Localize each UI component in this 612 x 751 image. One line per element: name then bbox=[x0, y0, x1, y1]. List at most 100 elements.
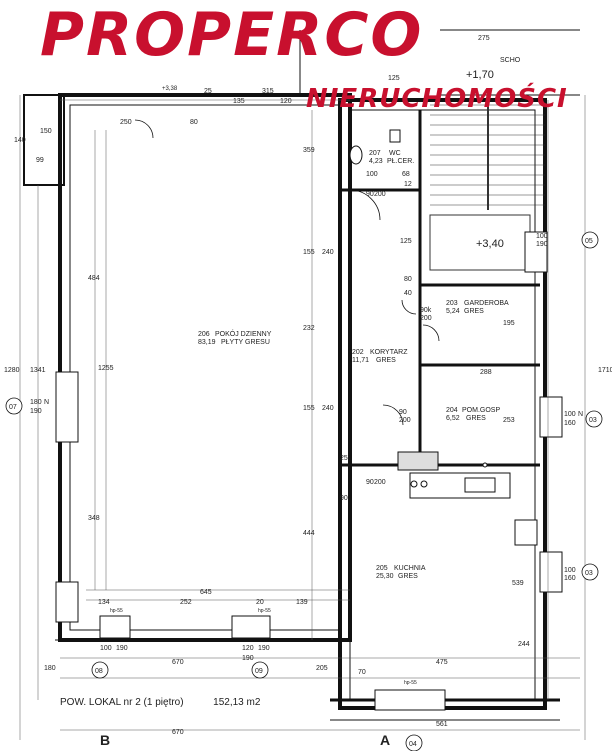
room-205-name: KUCHNIA bbox=[394, 565, 426, 572]
room-204-area: 6,52 bbox=[446, 415, 460, 422]
grid-marker-b: B bbox=[100, 732, 110, 748]
dim-bottom-6: 139 bbox=[296, 599, 308, 606]
windows bbox=[55, 231, 563, 711]
window-w3-size: 100 bbox=[564, 567, 576, 574]
window-w3-sub: 160 bbox=[564, 575, 576, 582]
unit-total-area: 152,13 m2 bbox=[213, 697, 261, 708]
dim-bottom-2: 475 bbox=[436, 659, 448, 666]
window-w1 bbox=[55, 371, 79, 443]
room-205-area: 25,30 bbox=[376, 573, 394, 580]
dim-bottom-8: 134 bbox=[98, 599, 110, 606]
hp-label-1: hp-55 bbox=[404, 680, 417, 686]
dim-top-1: 120 bbox=[280, 98, 292, 105]
room-204-num: 204 bbox=[446, 407, 458, 414]
dim-top-5: 25 bbox=[204, 88, 212, 95]
door-d2-sub: 200 bbox=[399, 417, 411, 424]
grid-marker-09 bbox=[251, 661, 269, 679]
dim-left-6: 99 bbox=[36, 157, 44, 164]
grid-marker-04-text: 04 bbox=[409, 741, 417, 748]
dim-bottom-1: 670 bbox=[172, 729, 184, 736]
staircase bbox=[429, 100, 545, 271]
dim-small-4: 40 bbox=[404, 290, 412, 297]
dim-right-0: 1710 bbox=[598, 367, 612, 374]
dim-small-7: 180 bbox=[44, 665, 56, 672]
room-202-floor: GRES bbox=[376, 357, 396, 364]
door-d1-size: 90 bbox=[366, 191, 374, 198]
door-d4-size: 90 bbox=[366, 479, 374, 486]
window-w8 bbox=[55, 581, 79, 623]
dim-left-3: 1255 bbox=[98, 365, 114, 372]
door-d3-size: 90k bbox=[420, 307, 432, 314]
door-d4-sub: 200 bbox=[374, 479, 386, 486]
unit-summary: POW. LOKAL nr 2 (1 piętro) 152,13 m2 bbox=[60, 697, 260, 708]
dim-small-10: 90 bbox=[340, 495, 348, 502]
dim-small-2: 12 bbox=[404, 181, 412, 188]
elevation-stair: +1,70 bbox=[466, 69, 494, 81]
room-207-num: 207 bbox=[369, 150, 381, 157]
dim-mid-4: 155 bbox=[303, 405, 315, 412]
dim-bottom-3: 561 bbox=[436, 721, 448, 728]
room-205-floor: GRES bbox=[398, 573, 418, 580]
n-tag-top: N bbox=[286, 30, 291, 37]
dim-mid-2: 240 bbox=[322, 249, 334, 256]
dim-left-5: 150 bbox=[40, 128, 52, 135]
stair-top-label: SCHO bbox=[500, 57, 521, 64]
dim-left-4: 348 bbox=[88, 515, 100, 522]
dim-small-9: 140 bbox=[14, 137, 26, 144]
grid-marker-08 bbox=[91, 661, 109, 679]
window-w1-sub: 190 bbox=[30, 408, 42, 415]
dim-mid-6: 444 bbox=[303, 530, 315, 537]
room-203-num: 203 bbox=[446, 300, 458, 307]
window-w4 bbox=[99, 615, 131, 639]
room-203-area: 5,24 bbox=[446, 308, 460, 315]
brand-subtitle: NIERUCHOMOŚCI bbox=[306, 84, 568, 114]
grid-marker-03 bbox=[581, 563, 599, 581]
dim-small-1: 68 bbox=[402, 171, 410, 178]
door-d1-sub: 200 bbox=[374, 191, 386, 198]
dim-right-4: 195 bbox=[503, 320, 515, 327]
dim-right-1: 539 bbox=[512, 580, 524, 587]
elevation-upper: +3,40 bbox=[476, 238, 504, 250]
window-w6 bbox=[374, 689, 446, 711]
grid-marker-a: A bbox=[380, 732, 390, 748]
room-207-area: 4,23 bbox=[369, 158, 383, 165]
grid-marker-09-text: 09 bbox=[255, 668, 263, 675]
dim-top-2: 135 bbox=[233, 98, 245, 105]
kitchen-fixtures bbox=[397, 451, 538, 546]
dim-left-1: 1341 bbox=[30, 367, 46, 374]
grid-marker-07-text: 07 bbox=[9, 404, 17, 411]
doors bbox=[134, 119, 440, 426]
room-207-floor: PŁ.CER. bbox=[387, 158, 414, 165]
dim-stairs-1: 125 bbox=[388, 75, 400, 82]
dim-top-0: 315 bbox=[262, 88, 274, 95]
dim-mid-3: 232 bbox=[303, 325, 315, 332]
room-203-name: GARDEROBA bbox=[464, 300, 509, 307]
dim-mid-5: 240 bbox=[322, 405, 334, 412]
window-w3 bbox=[539, 551, 563, 593]
window-w7 bbox=[524, 231, 548, 273]
grid-marker-03-text: 03 bbox=[585, 570, 593, 577]
dim-right-3: 125 bbox=[400, 238, 412, 245]
dim-small-8: 190 bbox=[242, 655, 254, 662]
window-w2 bbox=[539, 396, 563, 438]
room-202-name: KORYTARZ bbox=[370, 349, 408, 356]
dim-small-6: 70 bbox=[358, 669, 366, 676]
grid-marker-05 bbox=[581, 231, 599, 249]
dim-bottom-5: 252 bbox=[180, 599, 192, 606]
grid-marker-03b bbox=[585, 410, 603, 428]
dim-stairs-0: 275 bbox=[478, 35, 490, 42]
dim-bottom-0: 670 bbox=[172, 659, 184, 666]
window-w1-size: 180 bbox=[30, 399, 42, 406]
room-207-name: WC bbox=[389, 150, 401, 157]
dim-small-5: 25 bbox=[340, 455, 348, 462]
dim-top-3: 80 bbox=[190, 119, 198, 126]
room-206-floor: PŁYTY GRESU bbox=[221, 339, 270, 346]
dim-stairs-2: 205 bbox=[316, 665, 328, 672]
room-204-name: POM.GOSP bbox=[462, 407, 500, 414]
dim-small-0: 100 bbox=[366, 171, 378, 178]
dim-right-2: 244 bbox=[518, 641, 530, 648]
window-w6-sub: 190 bbox=[536, 241, 548, 248]
window-w2-tag: N bbox=[578, 411, 583, 418]
room-205-num: 205 bbox=[376, 565, 388, 572]
grid-marker-03b-text: 03 bbox=[589, 417, 597, 424]
